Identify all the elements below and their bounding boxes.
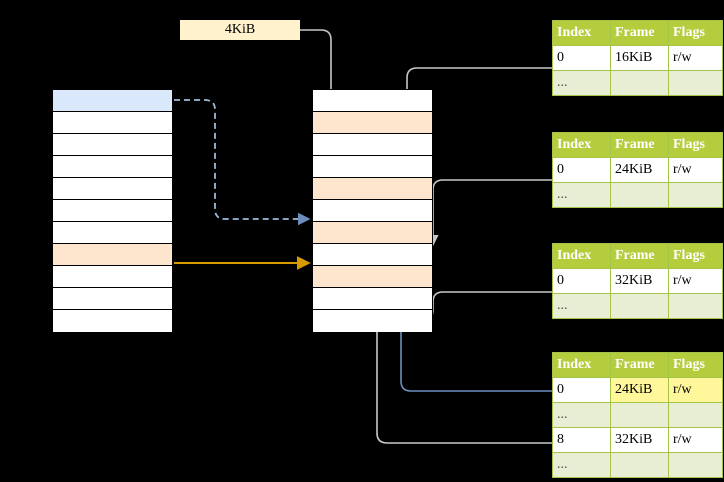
cell-flags: r/w [668,268,723,294]
table-row-ellipsis[interactable]: ... [552,452,723,478]
mem-cell[interactable] [313,266,432,288]
table-header-row: Index Frame Flags [552,132,723,158]
page-table-level-2: Index Frame Flags 0 24KiB r/w ... [552,132,723,208]
physical-memory-column [312,89,433,332]
mem-cell[interactable] [53,266,172,288]
cell-flags [668,452,723,478]
page-table-level-1: Index Frame Flags 0 16KiB r/w ... [552,20,723,96]
mem-cell[interactable] [313,134,432,156]
cell-frame: 32KiB [610,427,669,453]
cell-frame: 16KiB [610,45,669,71]
column-header-frame: Frame [610,243,669,269]
cell-frame: 24KiB [610,377,669,403]
column-header-frame: Frame [610,352,669,378]
cell-frame [610,182,669,208]
cell-frame: 24KiB [610,157,669,183]
table-row[interactable]: 0 32KiB r/w [552,268,723,294]
table-row[interactable]: 8 32KiB r/w [552,427,723,453]
cell-index: 0 [552,377,611,403]
cell-flags [668,182,723,208]
cell-index: 0 [552,157,611,183]
mem-cell[interactable] [53,310,172,332]
cell-frame [610,70,669,96]
cell-index: 0 [552,45,611,71]
cell-frame [610,452,669,478]
column-header-index: Index [552,352,611,378]
cell-index: ... [552,182,611,208]
mem-cell[interactable] [53,178,172,200]
table-header-row: Index Frame Flags [552,352,723,378]
mem-cell[interactable] [313,222,432,244]
mem-cell[interactable] [313,310,432,332]
cell-index: 0 [552,268,611,294]
cell-flags: r/w [668,45,723,71]
column-header-index: Index [552,20,611,46]
table-row-ellipsis[interactable]: ... [552,293,723,319]
page-table-level-4: Index Frame Flags 0 24KiB r/w ... 8 32Ki… [552,352,723,478]
mem-cell[interactable] [53,134,172,156]
mem-cell[interactable] [53,244,172,266]
mem-cell[interactable] [313,200,432,222]
mem-cell[interactable] [53,200,172,222]
cell-index: ... [552,293,611,319]
mem-cell[interactable] [53,288,172,310]
table-row-ellipsis[interactable]: ... [552,402,723,428]
table-row-ellipsis[interactable]: ... [552,182,723,208]
column-header-flags: Flags [668,20,723,46]
mem-cell[interactable] [53,90,172,112]
cell-index: 8 [552,427,611,453]
virtual-address-space-column [52,89,173,332]
page-table-level-3: Index Frame Flags 0 32KiB r/w ... [552,243,723,319]
column-header-flags: Flags [668,243,723,269]
column-header-frame: Frame [610,20,669,46]
cell-frame [610,402,669,428]
cell-flags [668,402,723,428]
cell-frame: 32KiB [610,268,669,294]
cell-flags: r/w [668,377,723,403]
column-header-flags: Flags [668,132,723,158]
wire-virtual-page-dashed [174,99,311,226]
cell-index: ... [552,452,611,478]
column-header-flags: Flags [668,352,723,378]
mem-cell[interactable] [313,156,432,178]
column-header-index: Index [552,132,611,158]
mem-cell[interactable] [53,156,172,178]
column-header-frame: Frame [610,132,669,158]
column-header-index: Index [552,243,611,269]
table-row[interactable]: 0 24KiB r/w [552,157,723,183]
mem-cell[interactable] [53,112,172,134]
mem-cell[interactable] [313,288,432,310]
cell-flags: r/w [668,427,723,453]
cell-flags [668,70,723,96]
mem-cell[interactable] [313,90,432,112]
cell-frame [610,293,669,319]
cell-index: ... [552,402,611,428]
table-header-row: Index Frame Flags [552,20,723,46]
cell-flags: r/w [668,157,723,183]
table-header-row: Index Frame Flags [552,243,723,269]
page-size-label: 4KiB [180,20,300,40]
cell-index: ... [552,70,611,96]
mem-cell[interactable] [313,178,432,200]
mem-cell[interactable] [313,244,432,266]
table-row-ellipsis[interactable]: ... [552,70,723,96]
table-row[interactable]: 0 16KiB r/w [552,45,723,71]
table-row-highlighted[interactable]: 0 24KiB r/w [552,377,723,403]
mem-cell[interactable] [53,222,172,244]
mem-cell[interactable] [313,112,432,134]
wire-table2-to-frame [427,179,552,247]
cell-flags [668,293,723,319]
